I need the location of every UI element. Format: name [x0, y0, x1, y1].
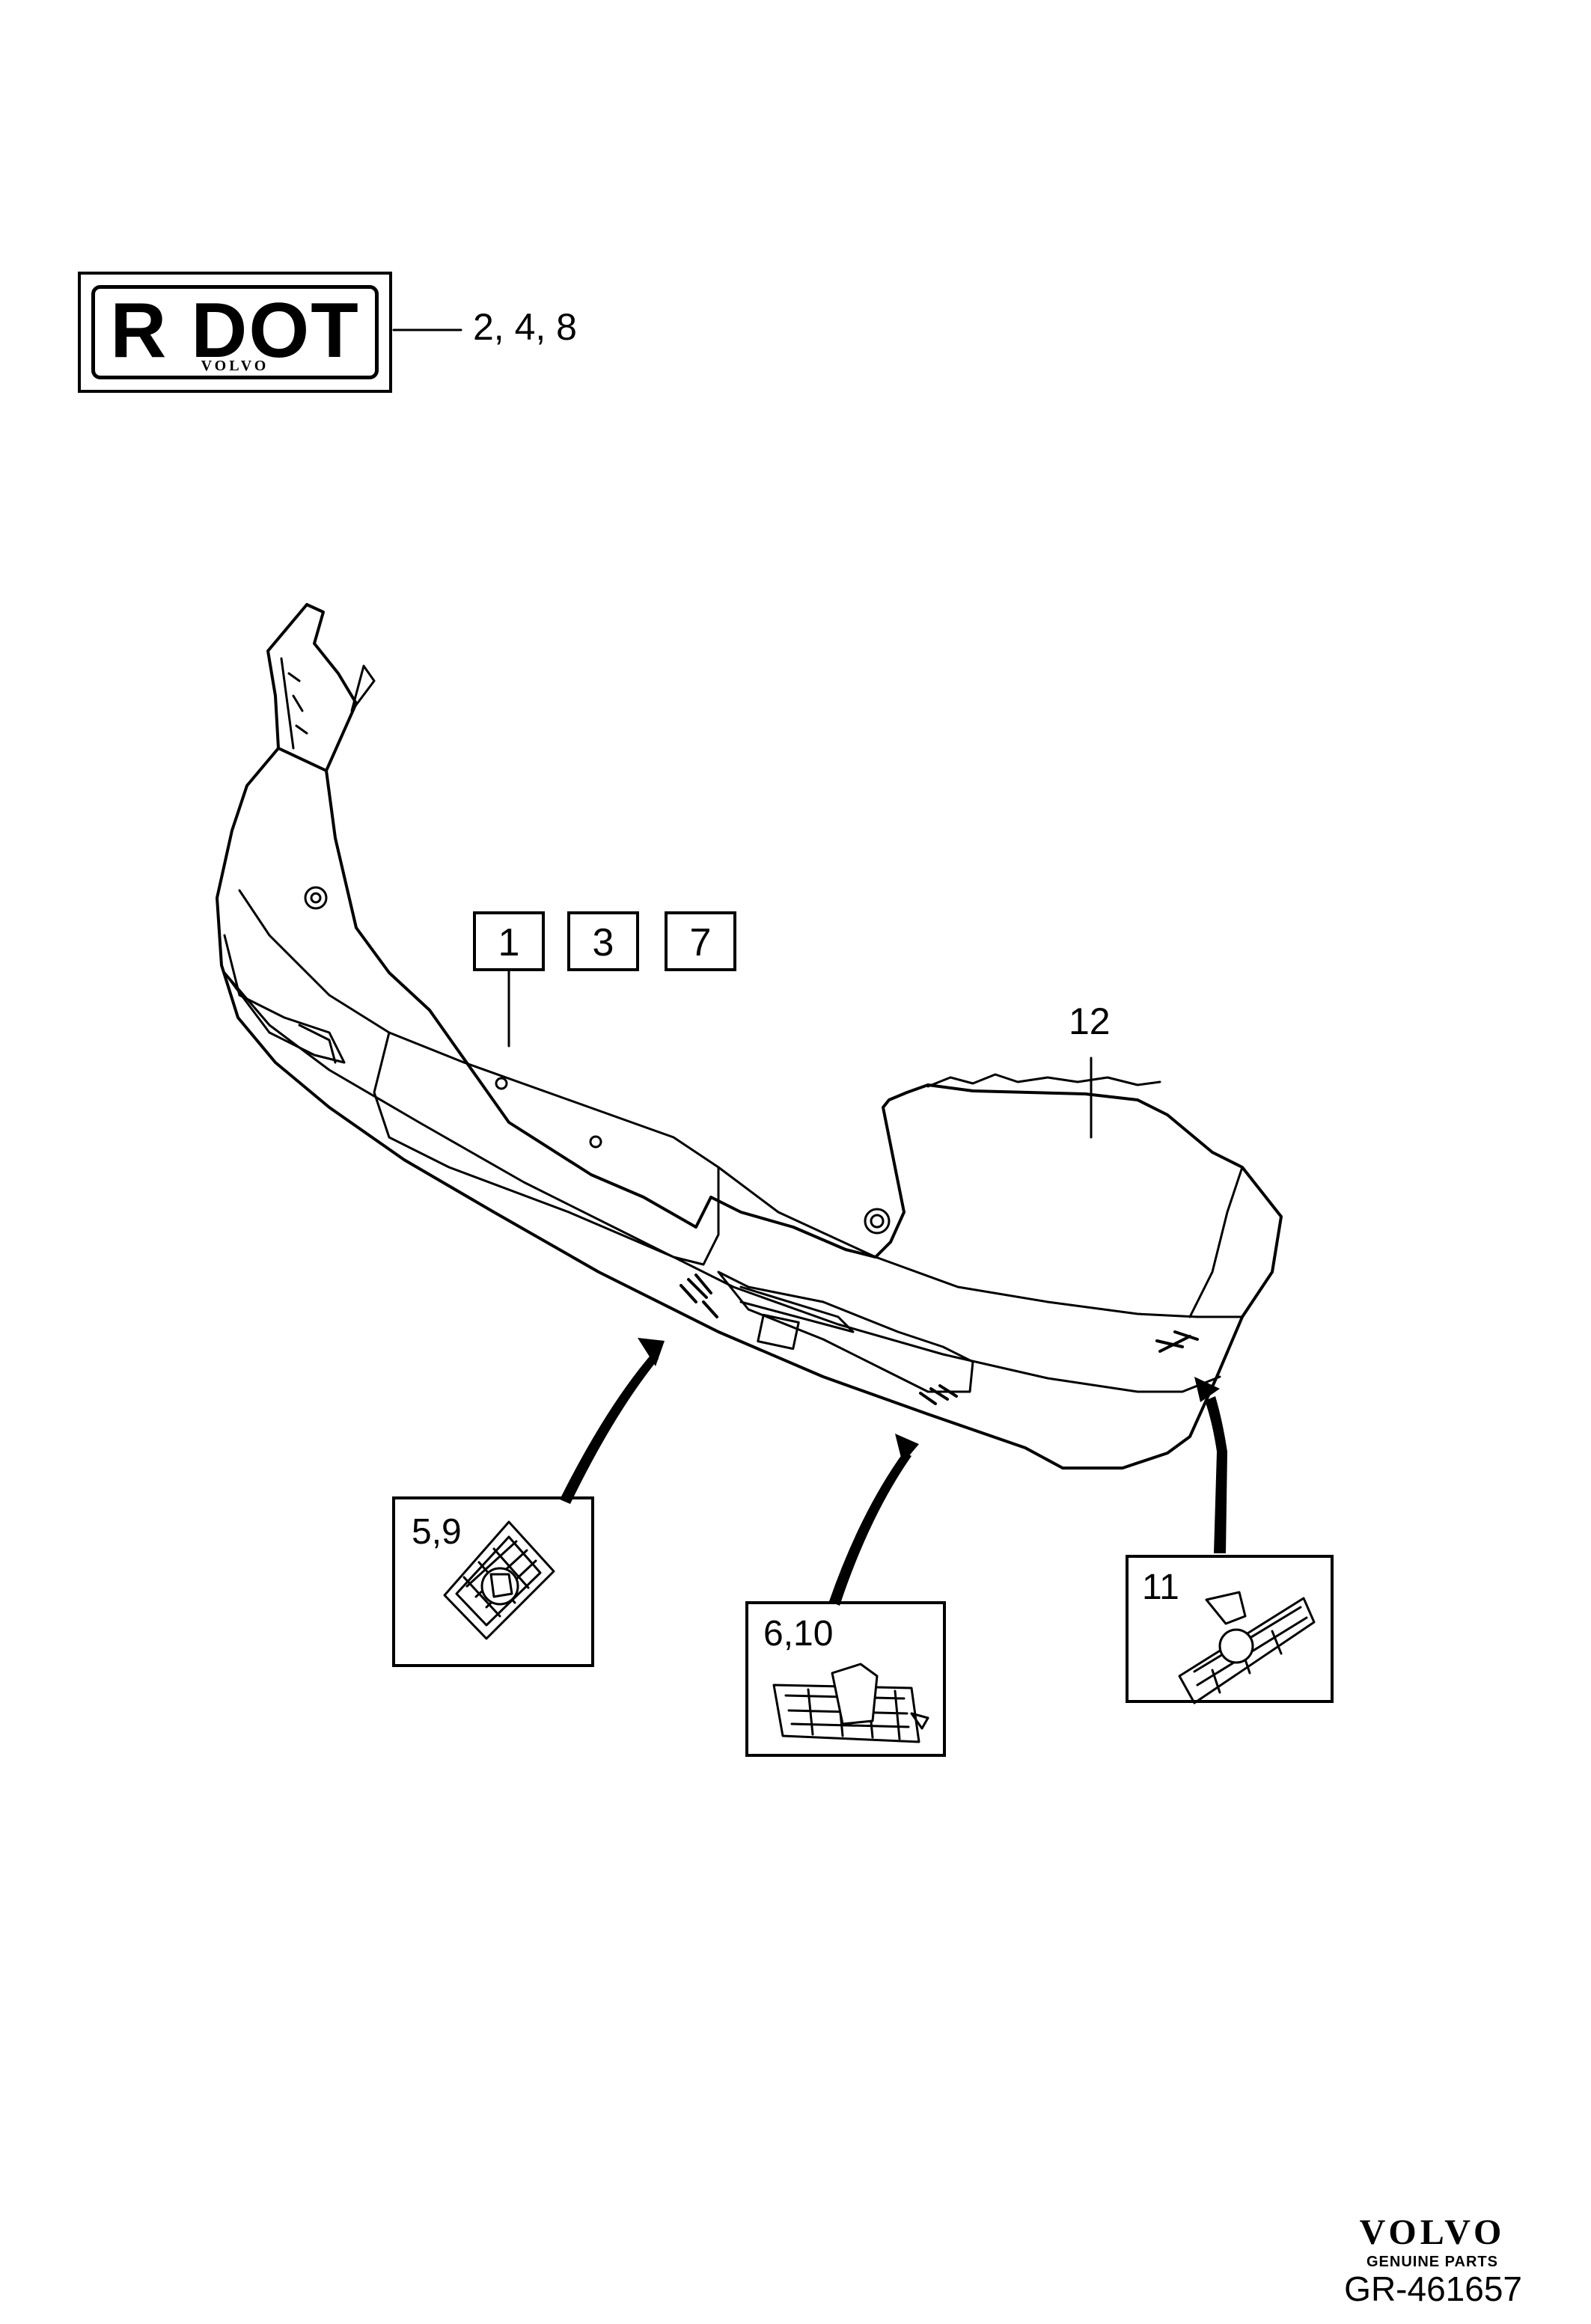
- inset-box-5-9: 5,9: [392, 1496, 594, 1667]
- callout-box-3: 3: [567, 911, 639, 971]
- inset-11-label: 11: [1142, 1568, 1179, 1607]
- part-12-callout: 12: [1069, 1000, 1111, 1042]
- inset-box-11: 11: [1126, 1555, 1334, 1703]
- footer-brand: VOLVO: [1359, 2213, 1506, 2252]
- inset-drawing-11: [1178, 1591, 1316, 1704]
- inset-5-9-label: 5,9: [412, 1512, 462, 1552]
- footer-tagline: GENUINE PARTS: [1366, 2254, 1498, 2270]
- diagram-reference-number: GR-461657: [1344, 2269, 1522, 2308]
- callout-box-1: 1: [473, 911, 545, 971]
- callout-box-1-number: 1: [498, 921, 520, 964]
- rear-bumper: [216, 603, 1283, 1470]
- callout-box-7-number: 7: [689, 921, 712, 964]
- inset-6-10-label: 6,10: [763, 1614, 834, 1654]
- callout-box-3-number: 3: [592, 921, 614, 964]
- inset-box-6-10: 6,10: [745, 1601, 946, 1757]
- volvo-genuine-parts-logo: VOLVO GENUINE PARTS: [1343, 2215, 1522, 2271]
- callout-box-7: 7: [665, 911, 736, 971]
- inset-arrows: [560, 1338, 1227, 1606]
- rdot-label: R DOT VOLVO: [78, 272, 392, 393]
- inset-drawing-5-9: [443, 1520, 555, 1640]
- inset-drawing-6-10: [772, 1663, 929, 1743]
- rdot-label-brand: VOLVO: [201, 358, 269, 374]
- rdot-label-text: R DOT: [110, 287, 360, 374]
- label-callout: 2, 4, 8: [473, 306, 577, 348]
- rdot-label-frame: R DOT VOLVO: [91, 285, 379, 379]
